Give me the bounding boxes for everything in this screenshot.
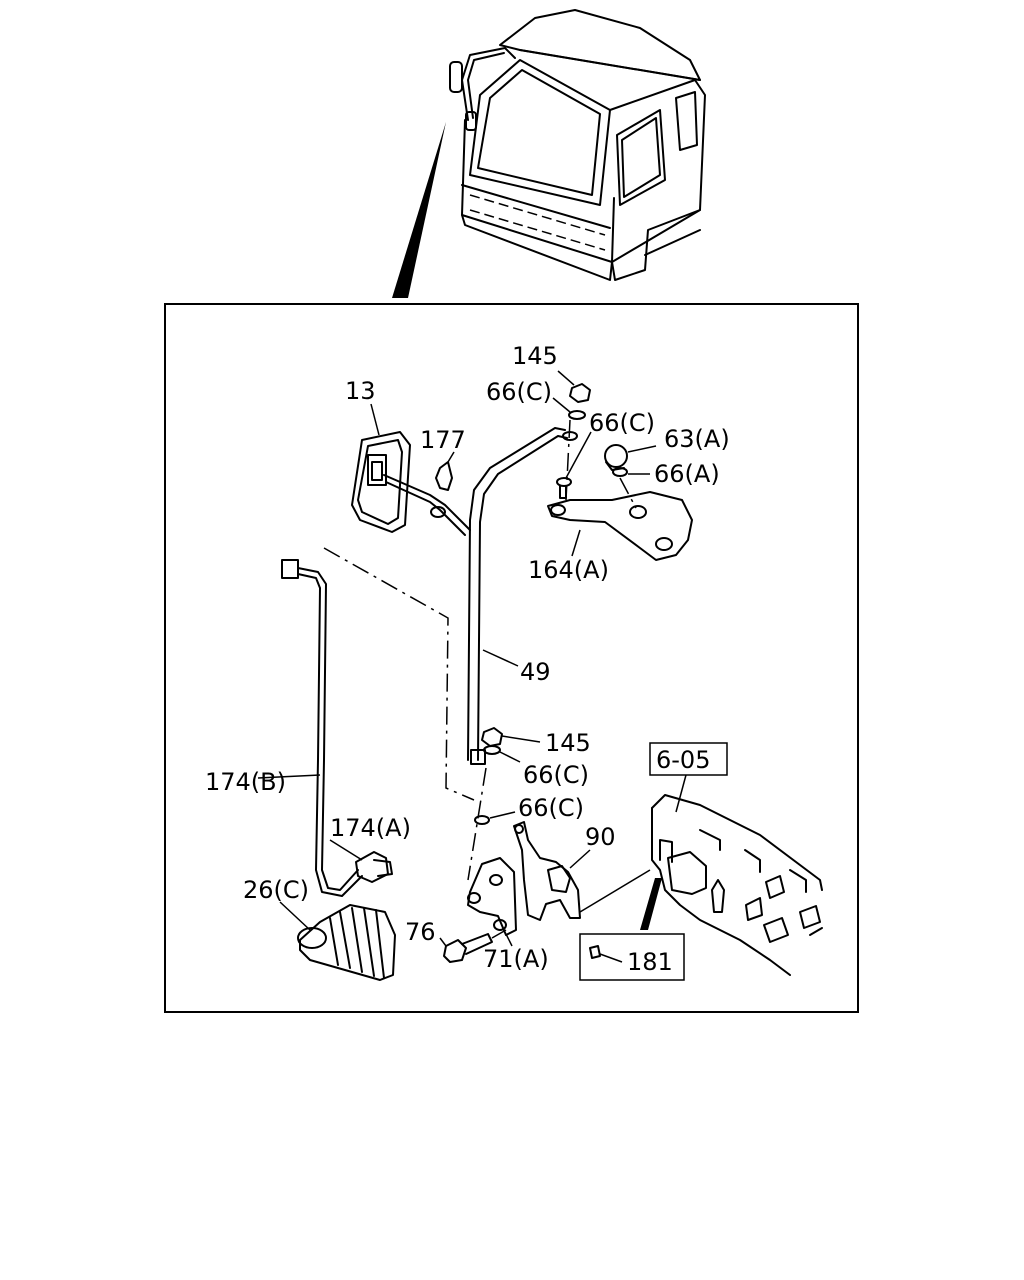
callout-13: 13 bbox=[345, 377, 376, 405]
callout-145-mid: 145 bbox=[545, 729, 591, 757]
callout-76: 76 bbox=[405, 918, 436, 946]
clip-181 bbox=[579, 933, 685, 981]
callout-66c-a: 66(C) bbox=[486, 378, 552, 406]
callout-66c-b: 66(C) bbox=[589, 409, 655, 437]
callout-63a: 63(A) bbox=[664, 425, 730, 453]
truck-cab-illustration bbox=[392, 9, 706, 298]
bolt-76 bbox=[439, 929, 507, 963]
mirror-stay-rod bbox=[467, 427, 568, 765]
mid-hardware bbox=[474, 727, 541, 825]
bracket-90 bbox=[513, 821, 651, 921]
frame-6-05 bbox=[640, 774, 823, 976]
callout-181: 181 bbox=[627, 948, 673, 976]
clip-177 bbox=[435, 451, 455, 491]
detail-frame bbox=[164, 303, 859, 1013]
ref-box-6-05 bbox=[649, 742, 728, 776]
bracket-164a bbox=[547, 491, 693, 561]
cap-nut-63a bbox=[604, 444, 657, 509]
bracket-71a bbox=[467, 857, 517, 947]
callout-66a: 66(A) bbox=[654, 460, 720, 488]
boot-26c bbox=[279, 901, 396, 981]
callout-174b: 174(B) bbox=[205, 768, 286, 796]
callout-26c: 26(C) bbox=[243, 876, 309, 904]
top-hardware bbox=[552, 370, 592, 501]
harness-174b bbox=[257, 559, 363, 897]
callout-90: 90 bbox=[585, 823, 616, 851]
callout-66c-d: 66(C) bbox=[518, 794, 584, 822]
callout-164a: 164(A) bbox=[528, 556, 609, 584]
callout-66c-c: 66(C) bbox=[523, 761, 589, 789]
connector-174a bbox=[329, 839, 393, 883]
callout-71a: 71(A) bbox=[483, 945, 549, 973]
callout-177: 177 bbox=[420, 426, 466, 454]
callout-6-05: 6-05 bbox=[656, 746, 710, 774]
callout-49: 49 bbox=[520, 658, 551, 686]
mirror-assembly bbox=[351, 403, 471, 536]
callout-145-top: 145 bbox=[512, 342, 558, 370]
callout-174a: 174(A) bbox=[330, 814, 411, 842]
leader-dashdot bbox=[323, 547, 475, 801]
